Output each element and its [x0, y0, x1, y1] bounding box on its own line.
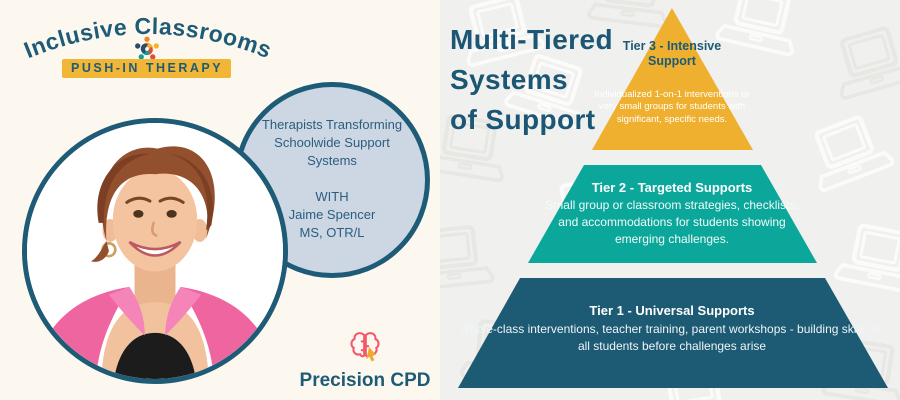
tier-3-body: Individualized 1-on-1 interventions or v… [594, 89, 750, 125]
brand-subtitle: PUSH-IN THERAPY [62, 59, 232, 78]
mtss-pyramid [458, 8, 888, 388]
tier-3-heading: Tier 3 - Intensive Support [622, 39, 722, 69]
brain-cursor-icon [350, 332, 380, 362]
precision-cpd-label: Precision CPD [299, 370, 431, 391]
tier-3-shape [592, 8, 753, 150]
tier-2-heading: Tier 2 - Targeted Supports [591, 180, 753, 195]
tier-2-body: Small group or classroom strategies, che… [545, 198, 799, 246]
speaker-portrait-illustration [27, 123, 283, 379]
tier-1-shape [458, 278, 888, 388]
speaker-photo [22, 118, 288, 384]
tier-1-heading: Tier 1 - Universal Supports [589, 303, 755, 318]
tier-2-shape [528, 165, 817, 263]
tier-1-body: Whole-class interventions, teacher train… [458, 322, 886, 354]
people-circle-logo-icon [135, 36, 159, 60]
main-title: Multi-Tiered Systems of Support [450, 24, 613, 136]
precision-cpd-logo: Precision CPD [297, 330, 433, 392]
session-info-text: Therapists Transforming Schoolwide Suppo… [261, 117, 403, 240]
left-panel: Inclusive Classrooms PUSH-IN THERAPY The… [0, 0, 440, 400]
main-panel: Multi-Tiered Systems of Support Tier 3 -… [440, 0, 900, 400]
